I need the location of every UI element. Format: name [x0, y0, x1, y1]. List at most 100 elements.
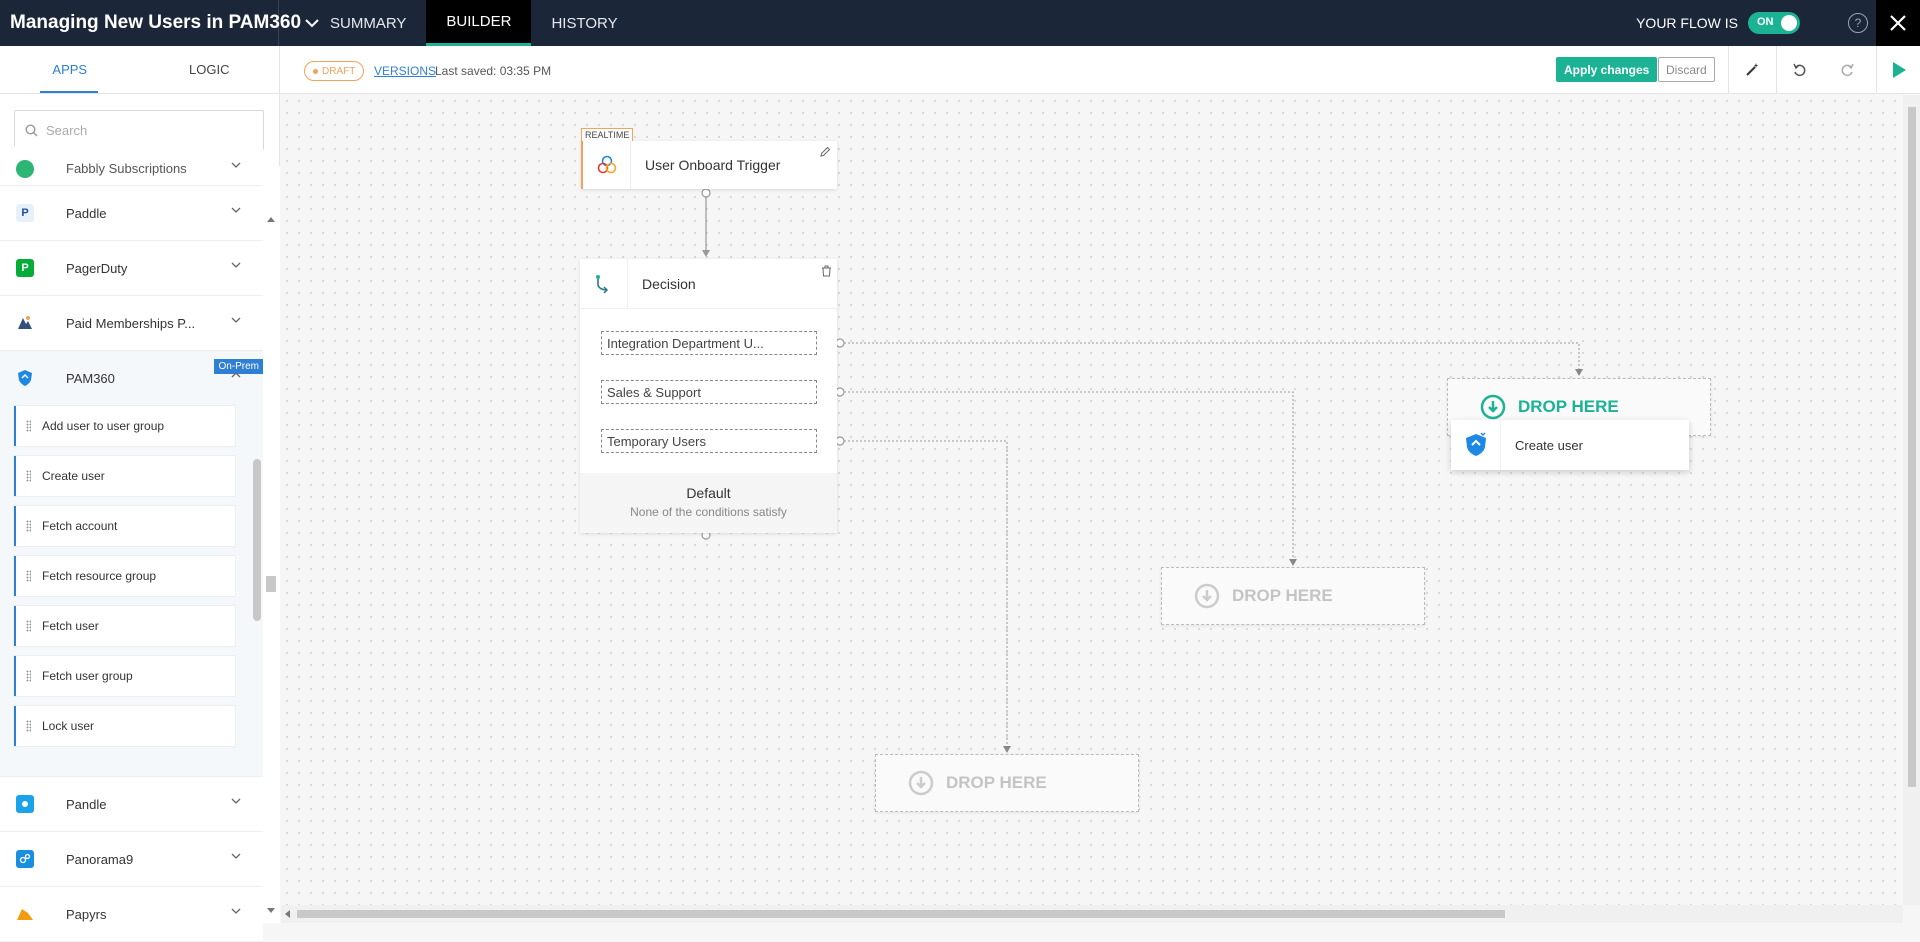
pam360-icon [16, 369, 34, 387]
action-fetch-user[interactable]: Fetch user [14, 606, 235, 646]
sidebar-scrollbar-thumb[interactable] [266, 576, 276, 592]
drag-handle-icon[interactable] [26, 720, 31, 732]
trigger-app-icon [583, 141, 631, 189]
drag-handle-icon[interactable] [26, 670, 31, 682]
drag-handle-icon[interactable] [26, 420, 31, 432]
flow-toggle[interactable]: ON [1748, 12, 1800, 34]
test-run-play-icon[interactable] [1876, 46, 1920, 94]
download-arrow-icon [908, 770, 934, 796]
app-item-pandle[interactable]: Pandle [0, 777, 263, 832]
app-item-papyrs[interactable]: Papyrs [0, 887, 263, 942]
app-name: Fabbly Subscriptions [66, 161, 187, 176]
panorama9-icon [16, 850, 34, 868]
tab-apps[interactable]: APPS [0, 46, 140, 93]
toolbar-divider [1728, 46, 1729, 94]
app-item-fabbly[interactable]: Fabbly Subscriptions [0, 146, 263, 186]
decision-branch-icon [580, 259, 628, 308]
default-branch[interactable]: Default None of the conditions satisfy [580, 473, 837, 533]
trigger-node[interactable]: User Onboard Trigger [581, 141, 837, 189]
main-tabs: SUMMARY BUILDER HISTORY [310, 0, 638, 46]
flow-title-text: Managing New Users in PAM360 [10, 12, 302, 33]
trigger-title: User Onboard Trigger [645, 157, 781, 173]
app-item-paddle[interactable]: P Paddle [0, 186, 263, 241]
sidebar-scroll-track[interactable] [263, 166, 280, 923]
flow-canvas[interactable]: REALTIME User Onboard Trigger Decision I… [281, 95, 1901, 905]
magic-wand-icon[interactable] [1740, 58, 1764, 82]
draft-badge: DRAFT [304, 61, 365, 81]
chevron-down-icon [231, 853, 241, 859]
toggle-knob [1781, 15, 1797, 31]
app-name: Papyrs [66, 906, 107, 922]
tab-history[interactable]: HISTORY [551, 14, 618, 32]
canvas-vertical-scrollbar[interactable] [1903, 95, 1920, 905]
chevron-down-icon [231, 162, 241, 168]
download-arrow-icon [1194, 583, 1220, 609]
help-icon[interactable]: ? [1848, 13, 1868, 33]
action-fetch-resource-group[interactable]: Fetch resource group [14, 556, 235, 596]
app-name: Paid Memberships P... [66, 315, 196, 331]
drag-handle-icon[interactable] [26, 520, 31, 532]
action-create-user[interactable]: Create user [14, 456, 235, 496]
undo-icon[interactable] [1788, 58, 1812, 82]
apply-changes-button[interactable]: Apply changes [1556, 57, 1658, 82]
pagerduty-icon: P [16, 259, 34, 277]
app-item-pam360[interactable]: On-Prem PAM360 [0, 351, 263, 406]
apps-sidebar: APPS LOGIC Search Fabbly Subscriptions P… [0, 46, 280, 942]
decision-node[interactable]: Decision Integration Department U... Sal… [580, 259, 837, 533]
canvas-vertical-scroll-thumb[interactable] [1908, 107, 1916, 787]
action-lock-user[interactable]: Lock user [14, 706, 235, 746]
trash-icon[interactable] [821, 265, 832, 280]
tab-summary[interactable]: SUMMARY [330, 14, 407, 32]
drop-zone[interactable]: DROP HERE [1161, 567, 1425, 625]
tab-logic[interactable]: LOGIC [189, 62, 230, 77]
drop-here-label: DROP HERE [1232, 586, 1333, 605]
chevron-down-icon[interactable] [305, 18, 319, 28]
builder-toolbar: DRAFT VERSIONS Last saved: 03:35 PM Appl… [280, 46, 1920, 94]
tab-builder[interactable]: BUILDER [426, 0, 532, 46]
scroll-left-arrow-icon[interactable] [284, 910, 290, 918]
paid-memberships-icon [16, 314, 34, 332]
action-add-user-to-user-group[interactable]: Add user to user group [14, 406, 235, 446]
versions-link[interactable]: VERSIONS [374, 64, 437, 78]
canvas-horizontal-scroll-thumb[interactable] [297, 910, 1505, 918]
pencil-icon[interactable] [819, 146, 831, 161]
app-item-pagerduty[interactable]: P PagerDuty [0, 241, 263, 296]
search-placeholder: Search [46, 122, 88, 138]
action-label: Fetch user group [42, 669, 133, 683]
scroll-down-arrow-icon[interactable] [267, 908, 275, 914]
flow-status: YOUR FLOW IS ON [1636, 0, 1800, 46]
dragged-action-card[interactable]: Create user [1451, 420, 1689, 470]
pandle-icon [16, 795, 34, 813]
drop-zone[interactable]: DROP HERE [875, 754, 1139, 812]
action-fetch-account[interactable]: Fetch account [14, 506, 235, 546]
flow-title[interactable]: Managing New Users in PAM360 [0, 0, 319, 46]
chevron-down-icon [231, 908, 241, 914]
chevron-down-icon [231, 317, 241, 323]
drop-here-label: DROP HERE [946, 773, 1047, 792]
close-icon[interactable] [1876, 0, 1920, 46]
papyrs-icon [16, 905, 34, 923]
redo-icon[interactable] [1835, 58, 1859, 82]
app-item-paid-memberships[interactable]: Paid Memberships P... [0, 296, 263, 351]
canvas-horizontal-scrollbar[interactable] [281, 905, 1903, 923]
default-subtitle: None of the conditions satisfy [630, 505, 787, 519]
app-item-panorama9[interactable]: Panorama9 [0, 832, 263, 887]
action-fetch-user-group[interactable]: Fetch user group [14, 656, 235, 696]
last-saved-text: Last saved: 03:35 PM [435, 64, 552, 78]
scroll-up-arrow-icon[interactable] [267, 216, 275, 222]
decision-condition[interactable]: Integration Department U... [601, 331, 817, 355]
drag-handle-icon[interactable] [26, 620, 31, 632]
chevron-up-icon [231, 372, 241, 378]
action-label: Lock user [42, 719, 95, 733]
discard-button[interactable]: Discard [1658, 57, 1715, 82]
toggle-state-label: ON [1757, 16, 1774, 28]
search-input[interactable]: Search [14, 110, 264, 150]
decision-condition[interactable]: Temporary Users [601, 429, 817, 453]
actions-scrollbar-thumb[interactable] [253, 459, 261, 621]
drag-handle-icon[interactable] [26, 570, 31, 582]
action-label: Create user [42, 469, 105, 483]
realtime-badge: REALTIME [581, 128, 634, 142]
paddle-icon: P [16, 204, 34, 222]
decision-condition[interactable]: Sales & Support [601, 380, 817, 404]
drag-handle-icon[interactable] [26, 470, 31, 482]
